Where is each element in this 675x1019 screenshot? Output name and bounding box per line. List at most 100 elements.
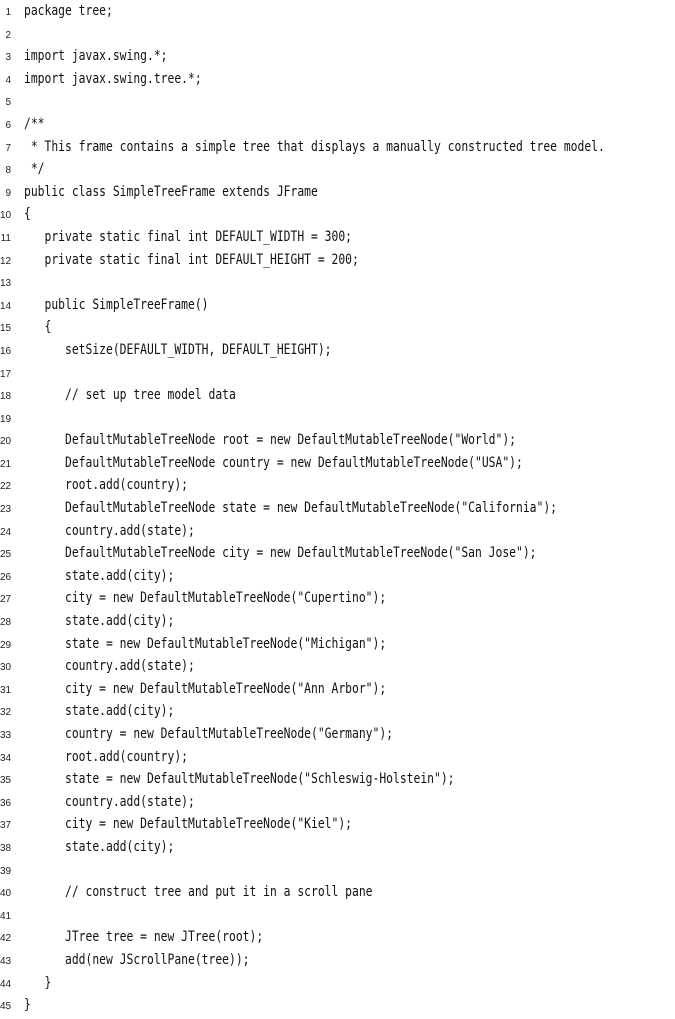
code-text: add(new JScrollPane(tree)); [24, 951, 250, 968]
code-line: 23 DefaultMutableTreeNode state = new De… [0, 497, 675, 520]
code-text: root.add(country); [24, 748, 188, 765]
code-line: 18 // set up tree model data [0, 384, 675, 407]
code-text: package tree; [24, 3, 113, 19]
code-line: 20 DefaultMutableTreeNode root = new Def… [0, 429, 675, 452]
line-number: 44 [0, 978, 12, 990]
line-number: 14 [0, 300, 12, 312]
line-number: 32 [0, 707, 12, 719]
code-text: state.add(city); [24, 703, 175, 720]
line-number: 21 [0, 458, 12, 470]
line-number: 15 [0, 323, 12, 335]
code-line: 6/** [0, 113, 675, 136]
code-text: root.add(country); [24, 477, 188, 494]
code-line: 4 import javax.swing.tree.*; [0, 68, 675, 91]
line-number: 20 [0, 436, 12, 448]
line-number: 19 [0, 413, 12, 425]
line-number: 43 [0, 955, 12, 967]
code-text: country.add(state); [24, 793, 195, 810]
code-text: private static final int DEFAULT_HEIGHT … [24, 251, 359, 268]
line-number: 36 [0, 797, 12, 809]
code-text: * This frame contains a simple tree that… [24, 138, 605, 155]
code-line: 21 DefaultMutableTreeNode country = new … [0, 452, 675, 475]
code-line: 10{ [0, 203, 675, 226]
code-text: city = new DefaultMutableTreeNode("Kiel"… [24, 816, 352, 833]
line-number: 4 [5, 74, 11, 86]
code-line: 9 public class SimpleTreeFrame extends JF… [0, 181, 675, 204]
code-text: state.add(city); [24, 613, 175, 630]
code-text: DefaultMutableTreeNode state = new Defau… [24, 500, 557, 517]
code-line: 38 state.add(city); [0, 836, 675, 859]
code-line: 28 state.add(city); [0, 610, 675, 633]
code-line: 13 [0, 271, 675, 294]
code-text: public SimpleTreeFrame() [24, 296, 209, 313]
code-text: setSize(DEFAULT_WIDTH, DEFAULT_HEIGHT); [24, 341, 332, 358]
line-number: 5 [5, 97, 11, 109]
code-line: 15 { [0, 316, 675, 339]
line-number: 18 [0, 391, 12, 403]
line-number: 37 [0, 820, 12, 832]
code-text: import javax.swing.*; [24, 48, 168, 65]
line-number: 41 [0, 910, 12, 922]
code-line: 41 [0, 904, 675, 927]
line-number: 38 [0, 842, 12, 854]
code-line: 22 root.add(country); [0, 474, 675, 497]
code-line: 43 add(new JScrollPane(tree)); [0, 949, 675, 972]
code-text: DefaultMutableTreeNode root = new Defaul… [24, 432, 516, 449]
code-text: public class SimpleTreeFrame extends JFr… [24, 183, 318, 200]
code-line: 11 private static final int DEFAULT_WIDT… [0, 226, 675, 249]
line-number: 39 [0, 865, 12, 877]
line-number: 35 [0, 775, 12, 787]
code-text: DefaultMutableTreeNode country = new Def… [24, 454, 523, 471]
code-line: 5 [0, 90, 675, 113]
code-line: 36 country.add(state); [0, 791, 675, 814]
line-number: 10 [0, 210, 12, 222]
code-text: /** [24, 115, 45, 132]
code-text: city = new DefaultMutableTreeNode("Cuper… [24, 590, 387, 607]
code-text: DefaultMutableTreeNode city = new Defaul… [24, 545, 537, 562]
code-line: 40 // construct tree and put it in a scr… [0, 881, 675, 904]
code-text: // construct tree and put it in a scroll… [24, 884, 373, 901]
code-line: 30 country.add(state); [0, 655, 675, 678]
code-line: 2 [0, 23, 675, 46]
code-text: country.add(state); [24, 522, 195, 539]
code-text: country.add(state); [24, 658, 195, 675]
line-number: 17 [0, 368, 12, 380]
line-number: 45 [0, 1001, 12, 1013]
code-line: 12 private static final int DEFAULT_HEIG… [0, 249, 675, 272]
line-number: 22 [0, 481, 12, 493]
code-line: 3 import javax.swing.*; [0, 45, 675, 68]
code-line: 7 * This frame contains a simple tree th… [0, 136, 675, 159]
code-text: state = new DefaultMutableTreeNode("Mich… [24, 635, 387, 652]
code-line: 14 public SimpleTreeFrame() [0, 294, 675, 317]
code-text: } [24, 997, 31, 1014]
code-line: 17 [0, 362, 675, 385]
code-line: 45} [0, 994, 675, 1017]
code-line: 26 state.add(city); [0, 565, 675, 588]
line-number: 31 [0, 684, 12, 696]
line-number: 12 [0, 255, 12, 267]
code-text: import javax.swing.tree.*; [24, 70, 202, 87]
line-number: 40 [0, 888, 12, 900]
line-number: 13 [0, 278, 12, 290]
line-number: 7 [5, 142, 11, 154]
line-number: 25 [0, 549, 12, 561]
line-number: 9 [5, 187, 11, 199]
line-number: 29 [0, 639, 12, 651]
line-number: 27 [0, 594, 12, 606]
line-number: 8 [5, 165, 11, 177]
code-text: // set up tree model data [24, 387, 236, 404]
code-text: state = new DefaultMutableTreeNode("Schl… [24, 771, 455, 788]
code-text: private static final int DEFAULT_WIDTH =… [24, 228, 352, 245]
code-line: 32 state.add(city); [0, 700, 675, 723]
code-text: country = new DefaultMutableTreeNode("Ge… [24, 726, 393, 742]
line-number: 42 [0, 933, 12, 945]
line-number: 3 [5, 52, 11, 64]
code-line: 44 } [0, 972, 675, 995]
line-number: 33 [0, 730, 12, 741]
code-text: city = new DefaultMutableTreeNode("Ann A… [24, 680, 387, 697]
line-number: 34 [0, 752, 12, 764]
line-number: 11 [0, 232, 11, 244]
code-line: 35 state = new DefaultMutableTreeNode("S… [0, 768, 675, 791]
line-number: 24 [0, 526, 12, 538]
